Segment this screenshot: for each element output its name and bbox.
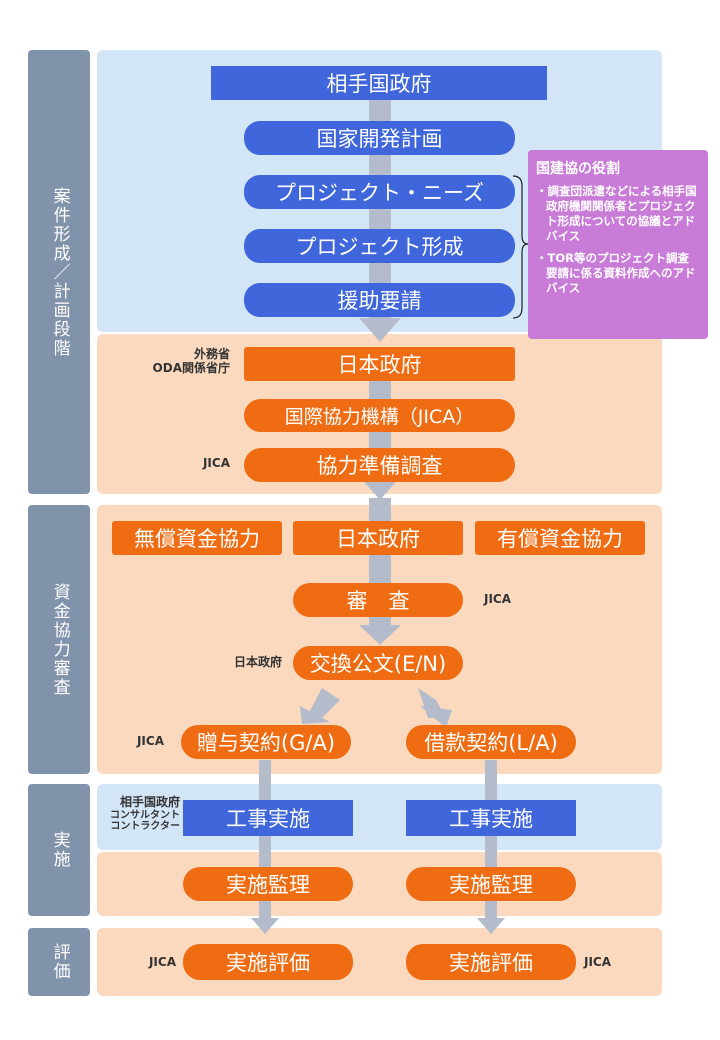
label-agreement-jica-text: JICA <box>136 734 164 748</box>
partner-government-box: 相手国政府 <box>211 66 547 100</box>
appraisal-text: 審 査 <box>346 589 410 613</box>
label-consultant: コンサルタント <box>110 809 180 821</box>
grant-aid-box: 無償資金協力 <box>112 521 282 555</box>
loan-aid-text: 有償資金協力 <box>497 527 623 551</box>
stage-evaluation-label: 評価 <box>49 943 70 981</box>
evaluation-right-text: 実施評価 <box>449 951 533 975</box>
stage-evaluation: 評価 <box>28 928 90 996</box>
jica-organization-text: 国際協力機構（JICA） <box>284 406 475 428</box>
stage-implementation-label: 実施 <box>49 831 70 869</box>
stage-review-label: 資金協力審査 <box>49 582 70 697</box>
national-development-plan-text: 国家開発計画 <box>316 127 443 151</box>
branch-left-shaft <box>306 688 340 718</box>
label-jica-survey: JICA <box>160 456 230 471</box>
japan-government-box: 日本政府 <box>244 347 515 381</box>
stage-implementation: 実施 <box>28 784 90 916</box>
evaluation-left-text: 実施評価 <box>226 951 310 975</box>
exchange-of-notes-text: 交換公文(E/N) <box>309 652 447 676</box>
role-note: 国建協の役割 ・調査団派遣などによる相手国政府機関関係者とプロジェクト形成につい… <box>528 150 708 339</box>
label-oda-ministries: ODA関係省庁 <box>152 360 230 375</box>
construction-left-box: 工事実施 <box>183 800 353 836</box>
supervision-left-text: 実施監理 <box>226 873 310 897</box>
exchange-of-notes-box: 交換公文(E/N) <box>293 646 463 680</box>
arrow-to-loan-agreement <box>420 706 452 728</box>
label-evaluation-jica-right: JICA <box>584 955 612 970</box>
role-note-item: ・調査団派遣などによる相手国政府機関関係者とプロジェクト形成についての協議とアド… <box>536 184 697 243</box>
construction-right-box: 工事実施 <box>406 800 576 836</box>
label-japan-government: 日本政府 <box>196 655 282 670</box>
arrow-to-evaluation-left <box>251 918 279 934</box>
review-japan-government-text: 日本政府 <box>336 527 420 551</box>
arrow-to-exchange-of-notes <box>359 625 401 645</box>
loan-agreement-box: 借款契約(L/A) <box>406 725 576 759</box>
aid-request-text: 援助要請 <box>337 289 422 313</box>
label-ministries: 外務省 ODA関係省庁 <box>120 347 230 376</box>
project-needs-text: プロジェクト・ニーズ <box>275 181 484 205</box>
grant-aid-text: 無償資金協力 <box>134 527 260 551</box>
role-bracket <box>512 175 529 319</box>
arrow-to-japan-government <box>359 318 401 342</box>
evaluation-left-box: 実施評価 <box>183 944 353 980</box>
label-jica-survey-text: JICA <box>202 456 230 470</box>
label-contractor: コントラクター <box>110 821 180 833</box>
preparatory-survey-box: 協力準備調査 <box>244 448 515 482</box>
label-agreement-jica: JICA <box>100 734 164 749</box>
label-partner-government: 相手国政府 <box>119 795 180 809</box>
japan-government-text: 日本政府 <box>337 353 422 377</box>
label-evaluation-jica-left-text: JICA <box>148 955 176 969</box>
label-japan-government-text: 日本政府 <box>233 655 282 669</box>
review-japan-government-box: 日本政府 <box>293 521 463 555</box>
preparatory-survey-text: 協力準備調査 <box>316 454 443 478</box>
role-note-item: ・TOR等のプロジェクト調査要請に係る資料作成へのアドバイス <box>536 250 696 295</box>
evaluation-right-box: 実施評価 <box>406 944 576 980</box>
role-note-title: 国建協の役割 <box>536 161 620 177</box>
appraisal-box: 審 査 <box>293 583 463 617</box>
stage-formation: 案件形成／計画段階 <box>28 50 90 494</box>
supervision-right-text: 実施監理 <box>449 873 533 897</box>
loan-aid-box: 有償資金協力 <box>475 521 645 555</box>
loan-agreement-text: 借款契約(L/A) <box>424 731 558 755</box>
project-formation-box: プロジェクト形成 <box>244 229 515 263</box>
national-development-plan-box: 国家開発計画 <box>244 121 515 155</box>
arrow-to-evaluation-right <box>477 918 505 934</box>
grant-agreement-text: 贈与契約(G/A) <box>196 731 336 755</box>
project-formation-text: プロジェクト形成 <box>295 235 464 259</box>
stage-review: 資金協力審査 <box>28 505 90 774</box>
label-evaluation-jica-left: JICA <box>120 955 176 970</box>
project-needs-box: プロジェクト・ニーズ <box>244 175 515 209</box>
supervision-left-box: 実施監理 <box>183 867 353 901</box>
aid-request-box: 援助要請 <box>244 283 515 317</box>
label-appraisal-jica-text: JICA <box>484 592 512 606</box>
arrow-to-grant-agreement <box>300 706 330 724</box>
construction-left-text: 工事実施 <box>226 807 310 831</box>
label-evaluation-jica-right-text: JICA <box>584 955 612 969</box>
stage-formation-label: 案件形成／計画段階 <box>49 186 70 358</box>
label-mofa: 外務省 <box>193 347 230 361</box>
arrow-to-review-stage <box>359 476 401 500</box>
construction-right-text: 工事実施 <box>449 807 533 831</box>
label-implementers: 相手国政府 コンサルタント コントラクター <box>100 795 180 833</box>
label-appraisal-jica: JICA <box>484 592 512 607</box>
main-shaft-upper <box>369 100 391 320</box>
jica-organization-box: 国際協力機構（JICA） <box>244 399 515 432</box>
grant-agreement-box: 贈与契約(G/A) <box>181 725 351 759</box>
partner-government-text: 相手国政府 <box>326 72 432 96</box>
supervision-right-box: 実施監理 <box>406 867 576 901</box>
